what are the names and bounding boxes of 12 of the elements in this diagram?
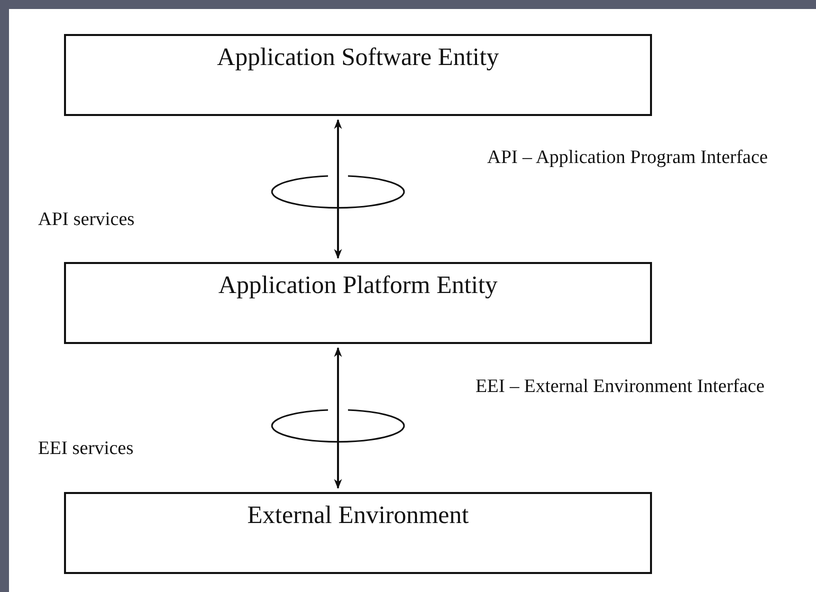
entity-box — [64, 492, 652, 574]
arrow — [334, 347, 342, 489]
entity-title: Application Platform Entity — [218, 272, 498, 300]
entity-box — [64, 34, 652, 116]
interface-label: API services — [38, 208, 136, 232]
interface-label: API – Application Program Interface — [486, 146, 769, 170]
arrow — [334, 119, 342, 259]
entity-box — [64, 262, 652, 344]
interface-label: EEI services — [38, 437, 134, 461]
entity-title: External Environment — [247, 502, 469, 530]
entity-title: Application Software Entity — [217, 44, 499, 72]
interface-label: EEI – External Environment Interface — [474, 375, 766, 399]
